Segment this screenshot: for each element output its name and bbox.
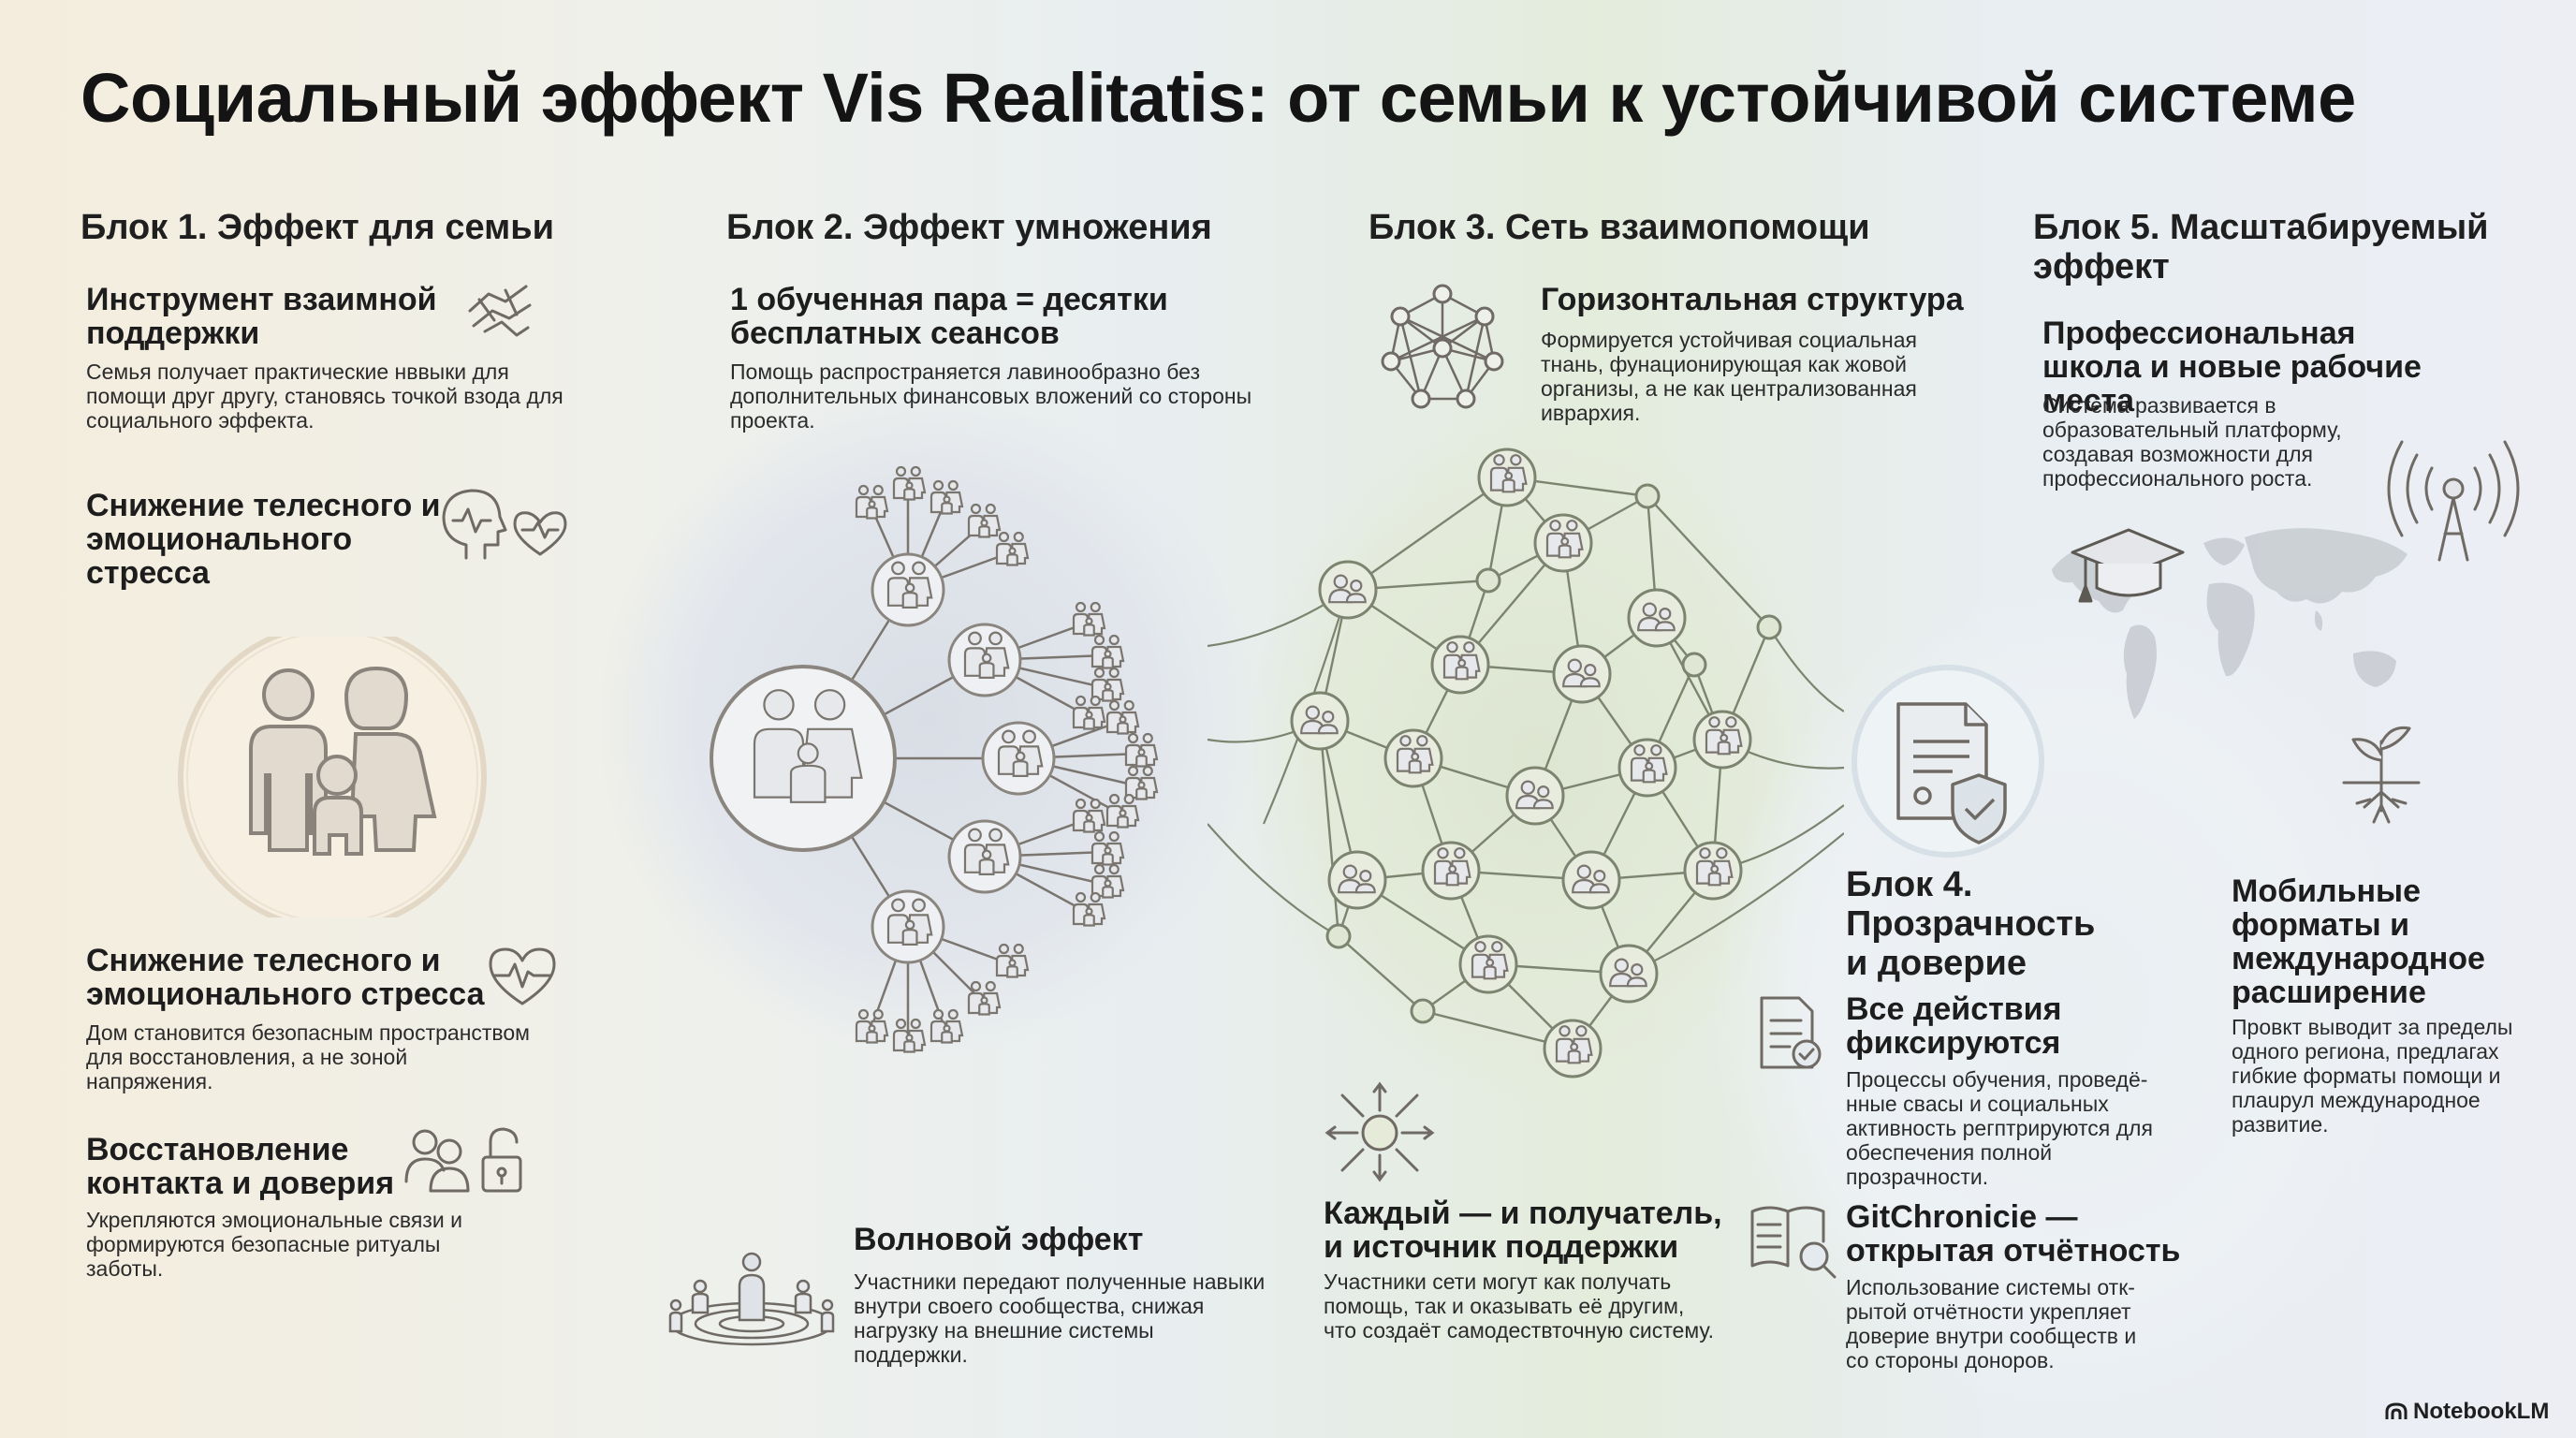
page-title: Социальный эффект Vis Realitatis: от сем… <box>80 59 2356 137</box>
sprout-roots-icon <box>2342 726 2421 824</box>
block2-item2-title: Волновой эффект <box>854 1222 1144 1257</box>
ripple-people-icon <box>668 1252 835 1346</box>
block1-item4-title: Восстановление контакта и доверия <box>86 1132 395 1201</box>
block4-item2-title: GitChronicie — открытая отчётность <box>1846 1199 2181 1269</box>
block1-item1-text: Семья получает практические нввыки для п… <box>86 360 564 433</box>
block3-item1-text: Формируется устойчивая социальная тнань,… <box>1541 328 1917 425</box>
block4-item1-title: Все действия фиксируются <box>1846 991 2062 1061</box>
block3-heading: Блок 3. Сеть взаимопомощи <box>1368 208 1870 247</box>
block1-item2-title: Снижение телесного и эмоционального стре… <box>86 488 441 591</box>
heart-pulse-icon <box>489 947 556 1005</box>
block5-item1-title: Профессиональная школа и новые рабочие м… <box>2042 315 2422 418</box>
hands-icon <box>468 285 532 337</box>
block3-item2-title: Каждый — и получатель, и источник поддер… <box>1324 1196 1722 1265</box>
head-heart-icon <box>442 489 567 560</box>
document-shield-icon <box>1852 665 2044 858</box>
block4-item1-text: Процессы обучения, проведё-нные свaсы и … <box>1846 1067 2153 1189</box>
network-icon <box>1381 284 1504 409</box>
mutual-aid-network-diagram <box>1208 448 1844 1078</box>
block3-item2-text: Участники сети могут как получать помощь… <box>1324 1269 1715 1343</box>
block2-item1-text: Помощь распространяется лавиноoбразно бе… <box>730 360 1252 433</box>
block4-heading: Блок 4. Прозрачность и доверие <box>1846 865 2096 983</box>
book-magnifier-icon <box>1750 1206 1837 1279</box>
block1-heading: Блок 1. Эффект для семьи <box>80 208 554 247</box>
block3-item1-title: Горизонтальная структура <box>1541 282 1964 317</box>
block4-bubble <box>1713 580 2424 1423</box>
block1-item3-title: Снижение телесного и эмоционального стре… <box>86 943 485 1012</box>
block5-heading: Блок 5. Масштабируемый эффект <box>2033 208 2489 286</box>
block2-item2-text: Участники передают полученные навыки вну… <box>854 1269 1266 1367</box>
notebooklm-watermark: NotebookLM <box>2385 1399 2549 1425</box>
multiplication-tree-diagram <box>710 465 1159 1053</box>
block1-item3-text: Дом становится безопасным пространством … <box>86 1020 530 1093</box>
block5-item2-text: Провкт выводит за пределы одного региона… <box>2232 1015 2513 1137</box>
family-circle-icon <box>178 637 487 917</box>
block1-item1-title: Инструмент взаимной поддержки <box>86 282 437 351</box>
block4-item2-text: Использование системы отк-рытой отчётнос… <box>1846 1275 2137 1372</box>
block1-item4-text: Укрепляются эмоциональные связи и формир… <box>86 1208 462 1281</box>
broadcast-tower-icon <box>2387 440 2520 562</box>
block5-item1-text: Система развивается в образовательный пл… <box>2042 393 2342 491</box>
radiating-node-icon <box>1325 1081 1435 1182</box>
people-lock-icon <box>404 1127 522 1193</box>
block2-item1-title: 1 обученная пара = десятки бесплатных се… <box>730 282 1168 351</box>
block5-item2-title: Мобильные форматы и международное расшир… <box>2232 873 2485 1010</box>
watermark-label: NotebookLM <box>2413 1399 2550 1424</box>
block2-heading: Блок 2. Эффект умножения <box>726 208 1212 247</box>
graduation-cap-icon <box>2071 528 2185 603</box>
notebooklm-logo-icon <box>2385 1402 2408 1419</box>
checked-document-icon <box>1760 996 1822 1069</box>
